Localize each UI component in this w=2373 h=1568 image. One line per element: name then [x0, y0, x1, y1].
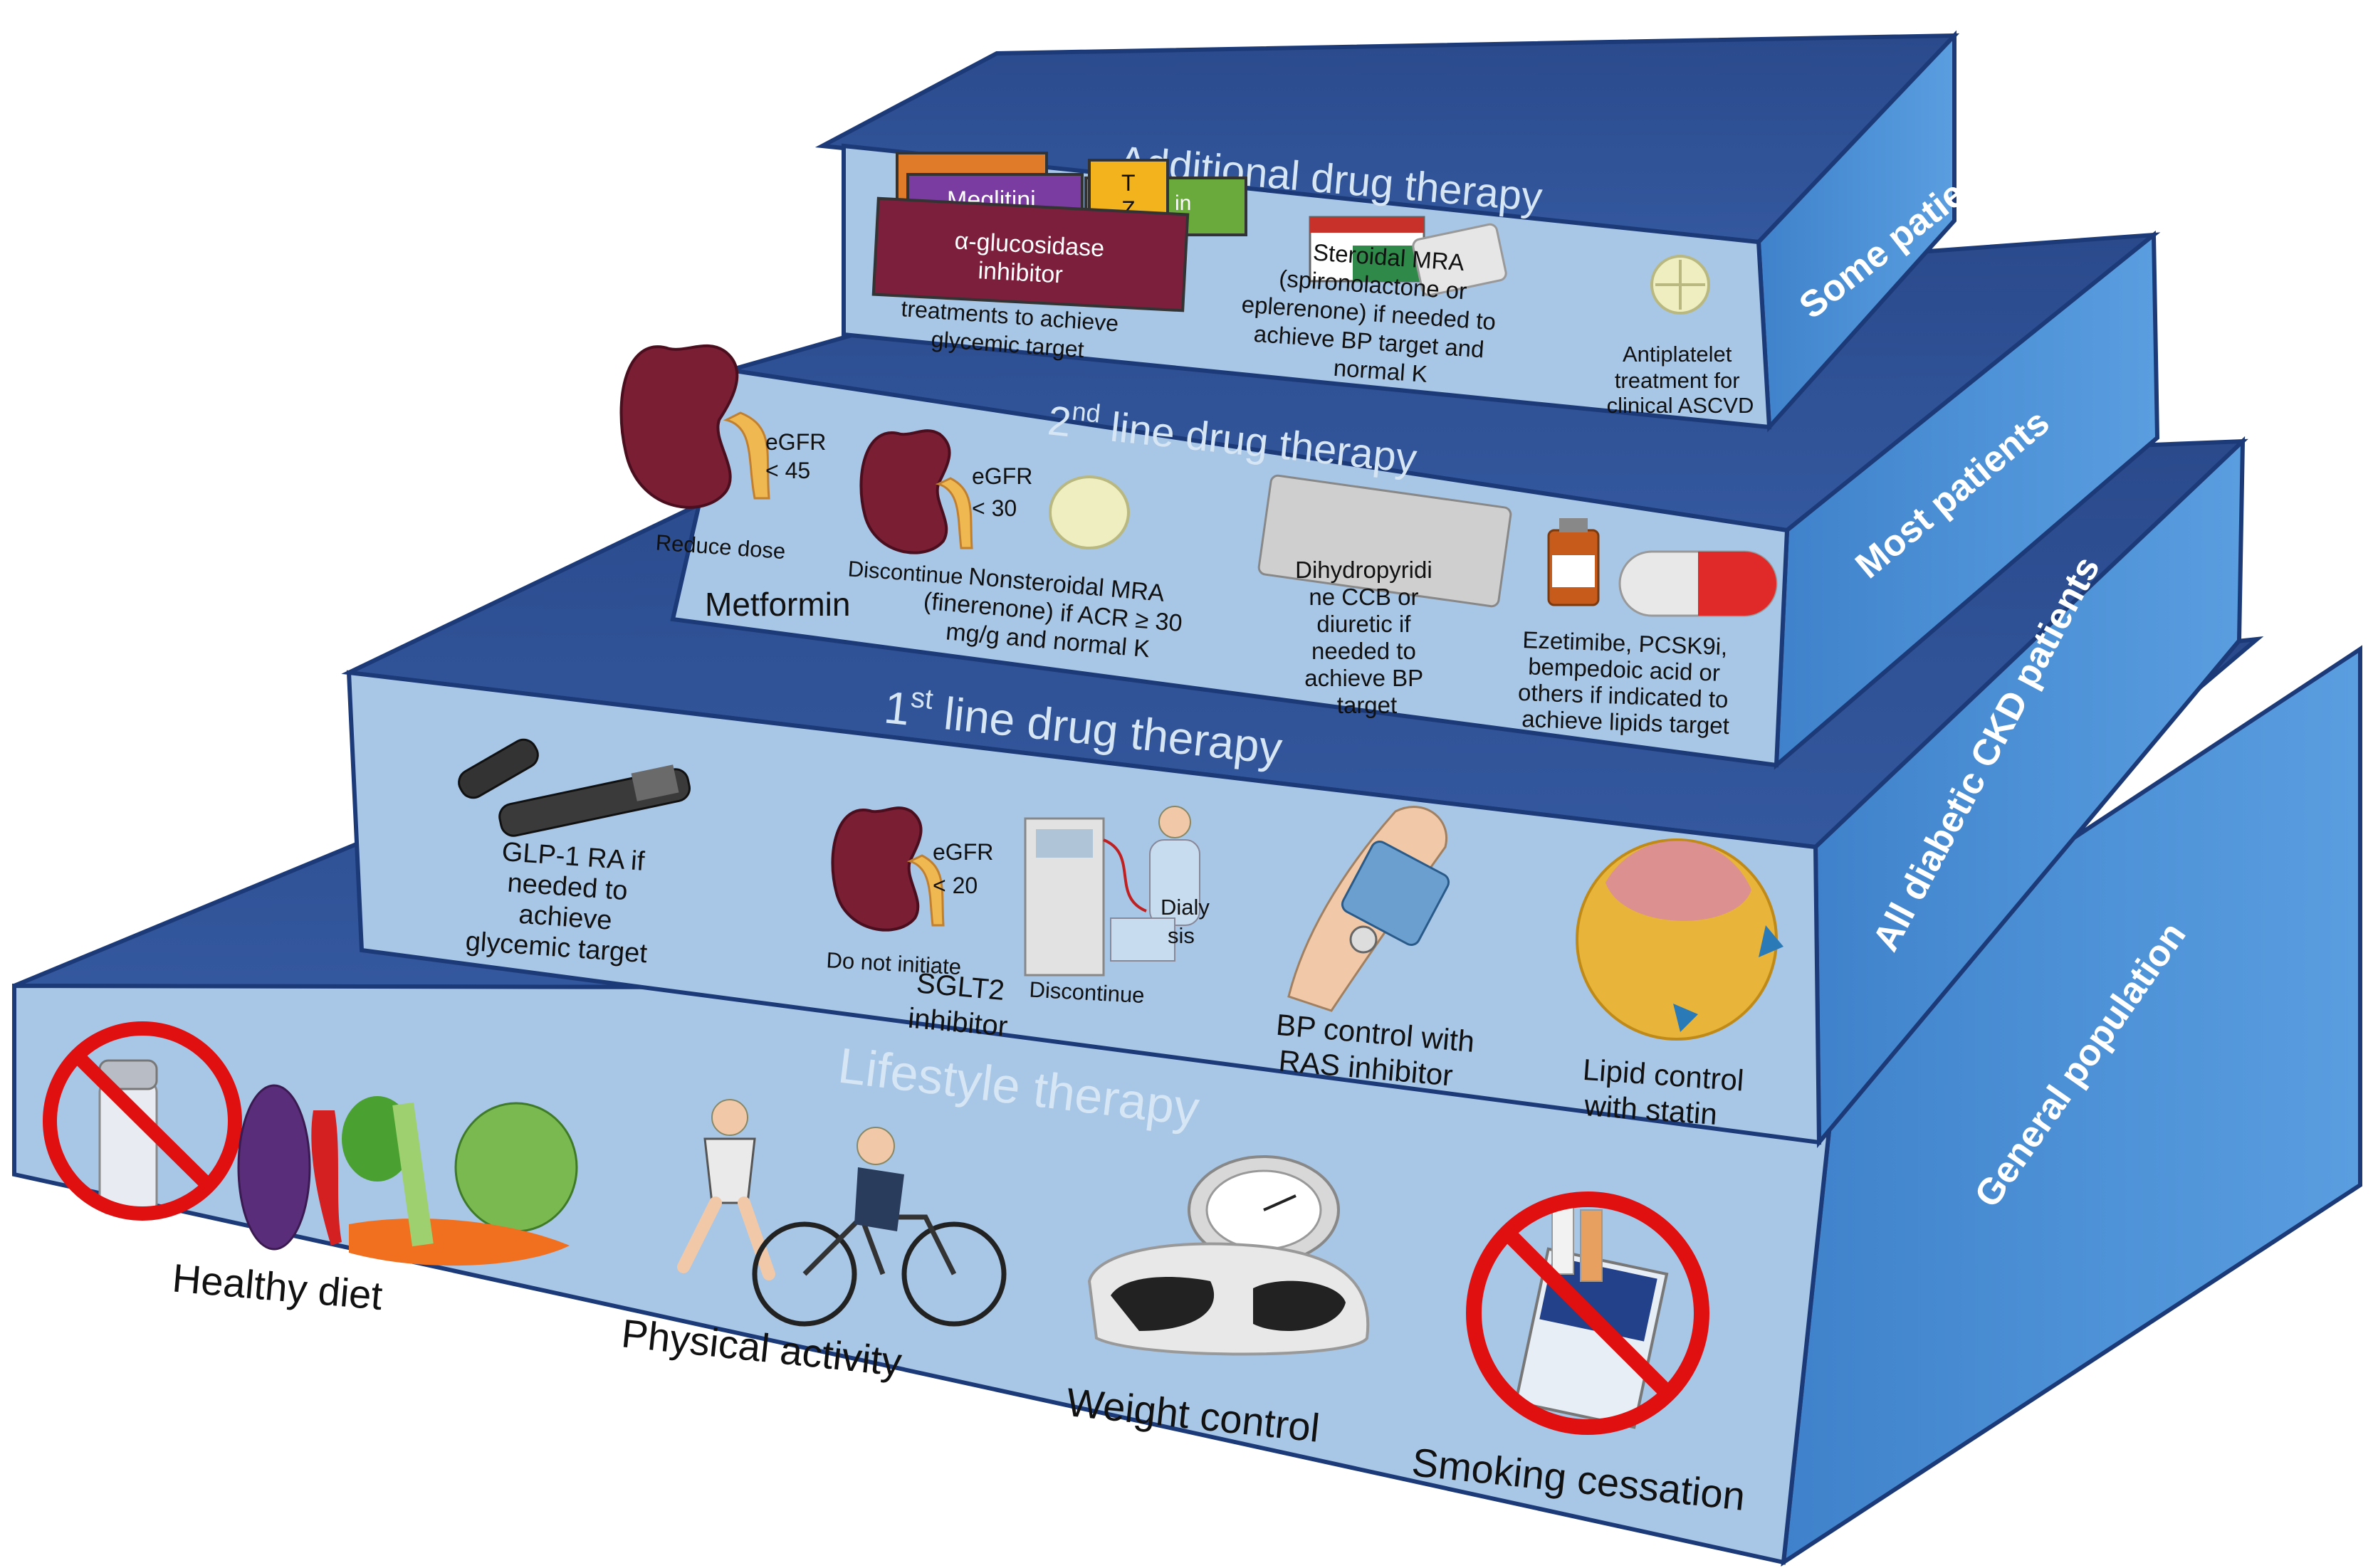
- kidney-icon-metformin-45: [619, 344, 770, 509]
- healthy-diet-label: Healthy diet: [171, 1256, 385, 1319]
- ccb-blister-pack-icon: [1257, 474, 1512, 608]
- no-smoking-icon: [1466, 1191, 1709, 1435]
- lipoprotein-icon: [1576, 838, 1783, 1041]
- glp1-pen-icon: [458, 738, 691, 837]
- kidney-icon-metformin-30: [859, 429, 973, 554]
- steroidal-mra-drug-box-icon: [1309, 216, 1507, 297]
- antiplatelet-pill-icon: [1650, 255, 1710, 315]
- kidney-icon-sglt2: [831, 806, 945, 932]
- nonsteroidal-mra-pill-icon: [1049, 475, 1130, 549]
- running-cycling-icon: [677, 1099, 1007, 1327]
- no-salt-icon: [43, 1021, 242, 1221]
- title-second-line-num: 2: [1046, 397, 1074, 446]
- additional-glycemic-drug-boxes: Meglitini in T Z α-glucosidase inhibitor: [871, 152, 1247, 312]
- weight-scale-icon: [1087, 1155, 1370, 1356]
- sglt2-discontinue: Discontinue: [1029, 977, 1146, 1008]
- title-second-line-sup: nd: [1071, 396, 1102, 428]
- lipid-addon-vial-capsule-icon: [1547, 518, 1778, 617]
- green-box-label: in: [1175, 191, 1191, 215]
- title-first-line-num: 1: [882, 681, 913, 735]
- metformin-label: Metformin: [705, 586, 850, 623]
- tzd-label-line1: T: [1121, 170, 1136, 196]
- ccb-text: Dihydropyridi ne CCB or diuretic if need…: [1295, 557, 1439, 718]
- metformin-egfr-45: eGFR < 45: [765, 429, 832, 483]
- sglt2-egfr-20: eGFR < 20: [933, 839, 1000, 898]
- dialysis-machine-icon: [1024, 806, 1200, 977]
- antiplatelet-text: Antiplatelet treatment for clinical ASCV…: [1607, 342, 1754, 418]
- glp1-text: GLP-1 RA if needed to achieve glycemic t…: [464, 835, 654, 969]
- title-first-line-sup: st: [909, 682, 935, 715]
- agi-label-line2: inhibitor: [978, 257, 1064, 288]
- second-line-front-face: [670, 367, 1790, 768]
- bp-cuff-icon: [1287, 806, 1450, 1012]
- vegetables-icon: [237, 1084, 578, 1266]
- dialysis-text: Dialy sis: [1161, 895, 1216, 948]
- sglt2-label: SGLT2 inhibitor: [907, 967, 1014, 1043]
- agi-box: [871, 196, 1190, 312]
- lipid-addon-text: Ezetimibe, PCSK9i, bempedoic acid or oth…: [1516, 626, 1736, 740]
- metformin-egfr-30: eGFR < 30: [972, 463, 1039, 521]
